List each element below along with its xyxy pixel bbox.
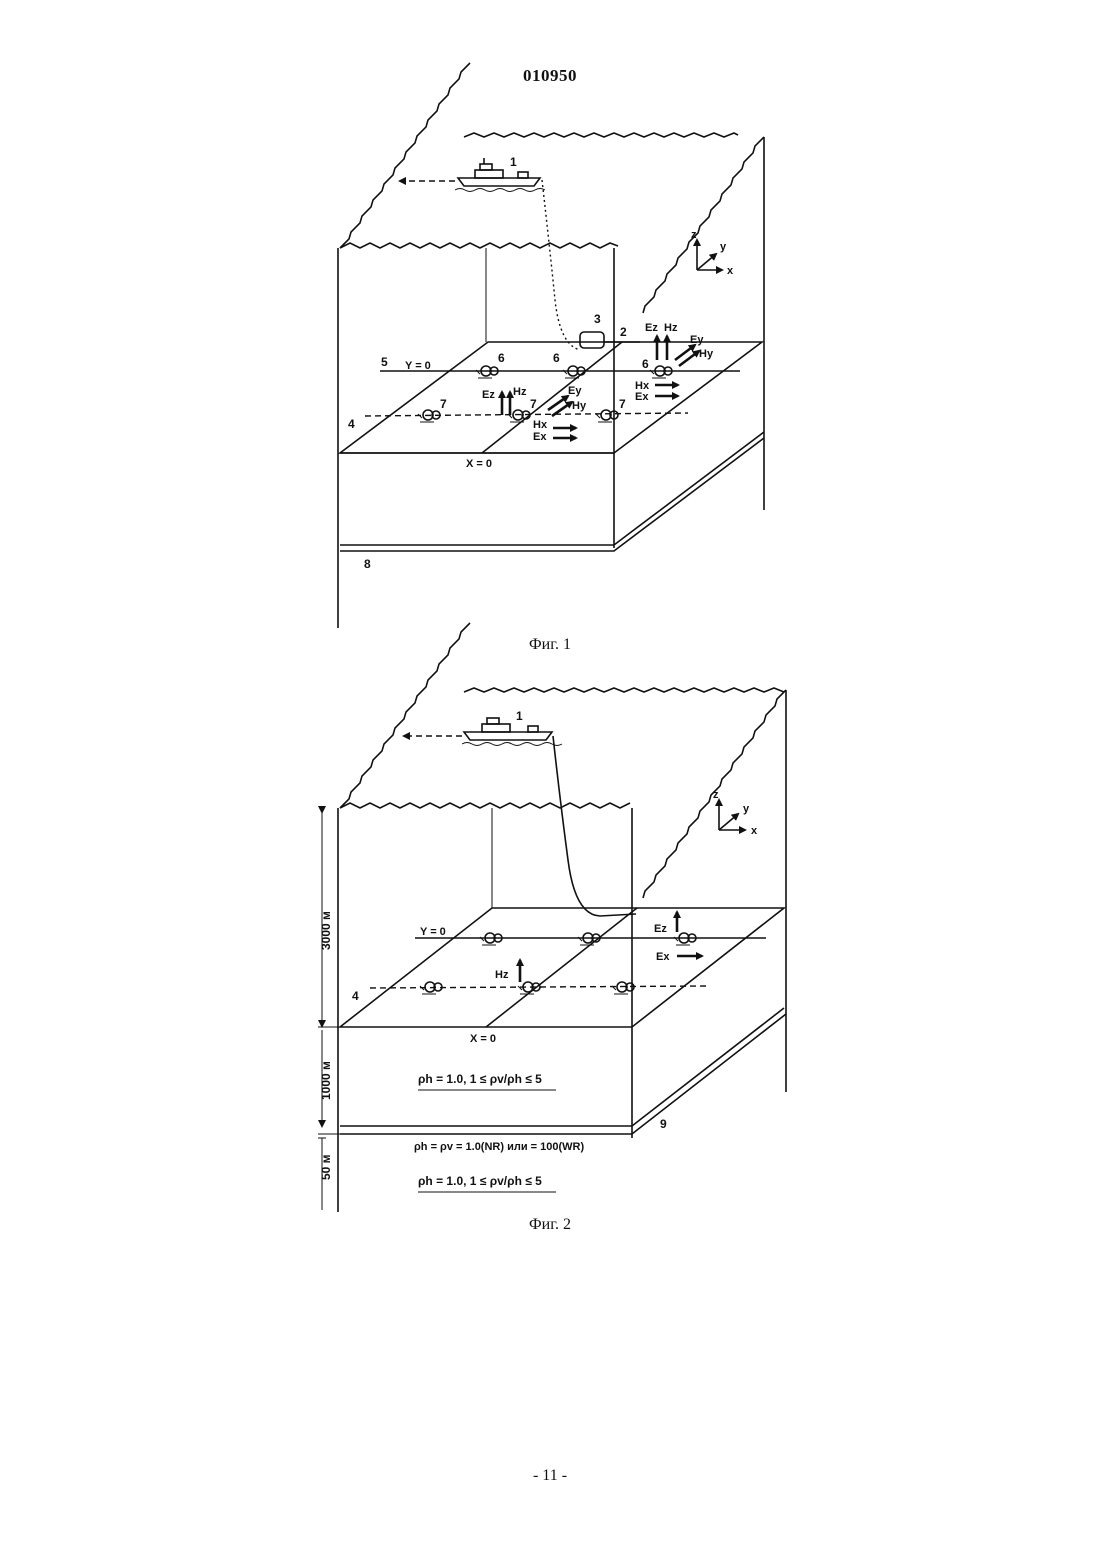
survey-vessel: [462, 718, 562, 746]
dimension-label-50: 50 м: [319, 1154, 333, 1180]
receiver-node: [674, 933, 696, 945]
ez-label: Ez: [654, 923, 667, 935]
sea-surface-back-edge: [464, 133, 738, 137]
sea-surface-right-edge: [643, 137, 764, 313]
ex-label: Ex: [656, 951, 670, 963]
deep-layer-top: [340, 432, 764, 545]
survey-vessel: [455, 158, 545, 192]
y0-label: Y = 0: [420, 926, 446, 938]
axis-z-label: z: [691, 229, 697, 241]
callout-receiver: 7: [619, 397, 626, 411]
dashed-receiver-line: [365, 413, 688, 416]
ey-label: Ey: [690, 334, 704, 346]
axis-x-label: x: [751, 825, 758, 837]
receiver-node: [563, 366, 585, 378]
ey-label: Ey: [568, 385, 582, 397]
hx-label: Hx: [533, 419, 548, 431]
callout-receiver: 7: [530, 397, 537, 411]
hy-label: Hy: [572, 400, 587, 412]
callout-reservoir: 9: [660, 1117, 667, 1131]
callout-dipole: 2: [620, 325, 627, 339]
x0-label: X = 0: [470, 1033, 496, 1045]
callout-ship: 1: [510, 155, 517, 169]
overburden-formula: ρh = 1.0, 1 ≤ ρv/ρh ≤ 5: [418, 1072, 542, 1086]
dimension-label-3000: 3000 м: [319, 911, 333, 950]
hy-label: Hy: [699, 348, 714, 360]
callout-dashed-line: 4: [348, 417, 355, 431]
hz-label: Hz: [513, 386, 527, 398]
hz-label: Hz: [495, 969, 509, 981]
receiver-node: [480, 933, 502, 945]
callout-ship: 1: [516, 709, 523, 723]
axis-triad: [697, 240, 722, 270]
ex-label: Ex: [635, 391, 649, 403]
x0-line: [486, 908, 637, 1027]
callout-receiver: 6: [553, 351, 560, 365]
axis-z-label: z: [713, 789, 719, 801]
hz-label: Hz: [664, 322, 678, 334]
figure-2-caption: Фиг. 2: [0, 1216, 1100, 1234]
ex-label: Ex: [533, 431, 547, 443]
ez-label: Ez: [645, 322, 658, 334]
em-source: [580, 332, 640, 348]
ez-label: Ez: [482, 389, 495, 401]
axis-y-label: y: [743, 803, 750, 815]
figure-2-diagram: z y x 3000 м 1000 м 50 м 1 4 9 Y = 0 X =…: [0, 680, 1100, 1220]
underburden-formula: ρh = 1.0, 1 ≤ ρv/ρh ≤ 5: [418, 1174, 542, 1188]
axis-triad: [719, 800, 745, 830]
receiver-node: [650, 366, 672, 378]
axis-x-label: x: [727, 265, 734, 277]
sea-surface-top-edge: [340, 243, 618, 248]
x0-label: X = 0: [466, 458, 492, 470]
tow-cable: [542, 180, 580, 350]
reservoir-formula: ρh = ρv = 1.0(NR) или = 100(WR): [414, 1141, 584, 1153]
dimension-line: [318, 812, 340, 1210]
callout-receiver: 7: [440, 397, 447, 411]
callout-deep-layer: 8: [364, 557, 371, 571]
sea-surface-left-edge: [340, 63, 470, 248]
receiver-node: [476, 366, 498, 378]
figure-1-diagram: z y x 1 3 2 5 4 6 6 6 7 7 7 8 Y = 0 X = …: [0, 0, 1100, 640]
callout-solid-line: 5: [381, 355, 388, 369]
sea-surface-back-edge: [464, 688, 784, 692]
dimension-label-1000: 1000 м: [319, 1061, 333, 1100]
y0-label: Y = 0: [405, 360, 431, 372]
receiver-node: [612, 982, 634, 994]
reservoir-bottom: [340, 1014, 786, 1134]
sea-surface-top-edge: [340, 803, 630, 808]
callout-source: 3: [594, 312, 601, 326]
figure-1-caption: Фиг. 1: [0, 636, 1100, 654]
deep-layer-bottom: [340, 438, 764, 551]
axis-y-label: y: [720, 241, 727, 253]
callout-receiver: 6: [498, 351, 505, 365]
tow-cable: [553, 736, 636, 916]
callout-dashed-line: 4: [352, 989, 359, 1003]
page-number: - 11 -: [0, 1467, 1100, 1485]
callout-receiver: 6: [642, 357, 649, 371]
